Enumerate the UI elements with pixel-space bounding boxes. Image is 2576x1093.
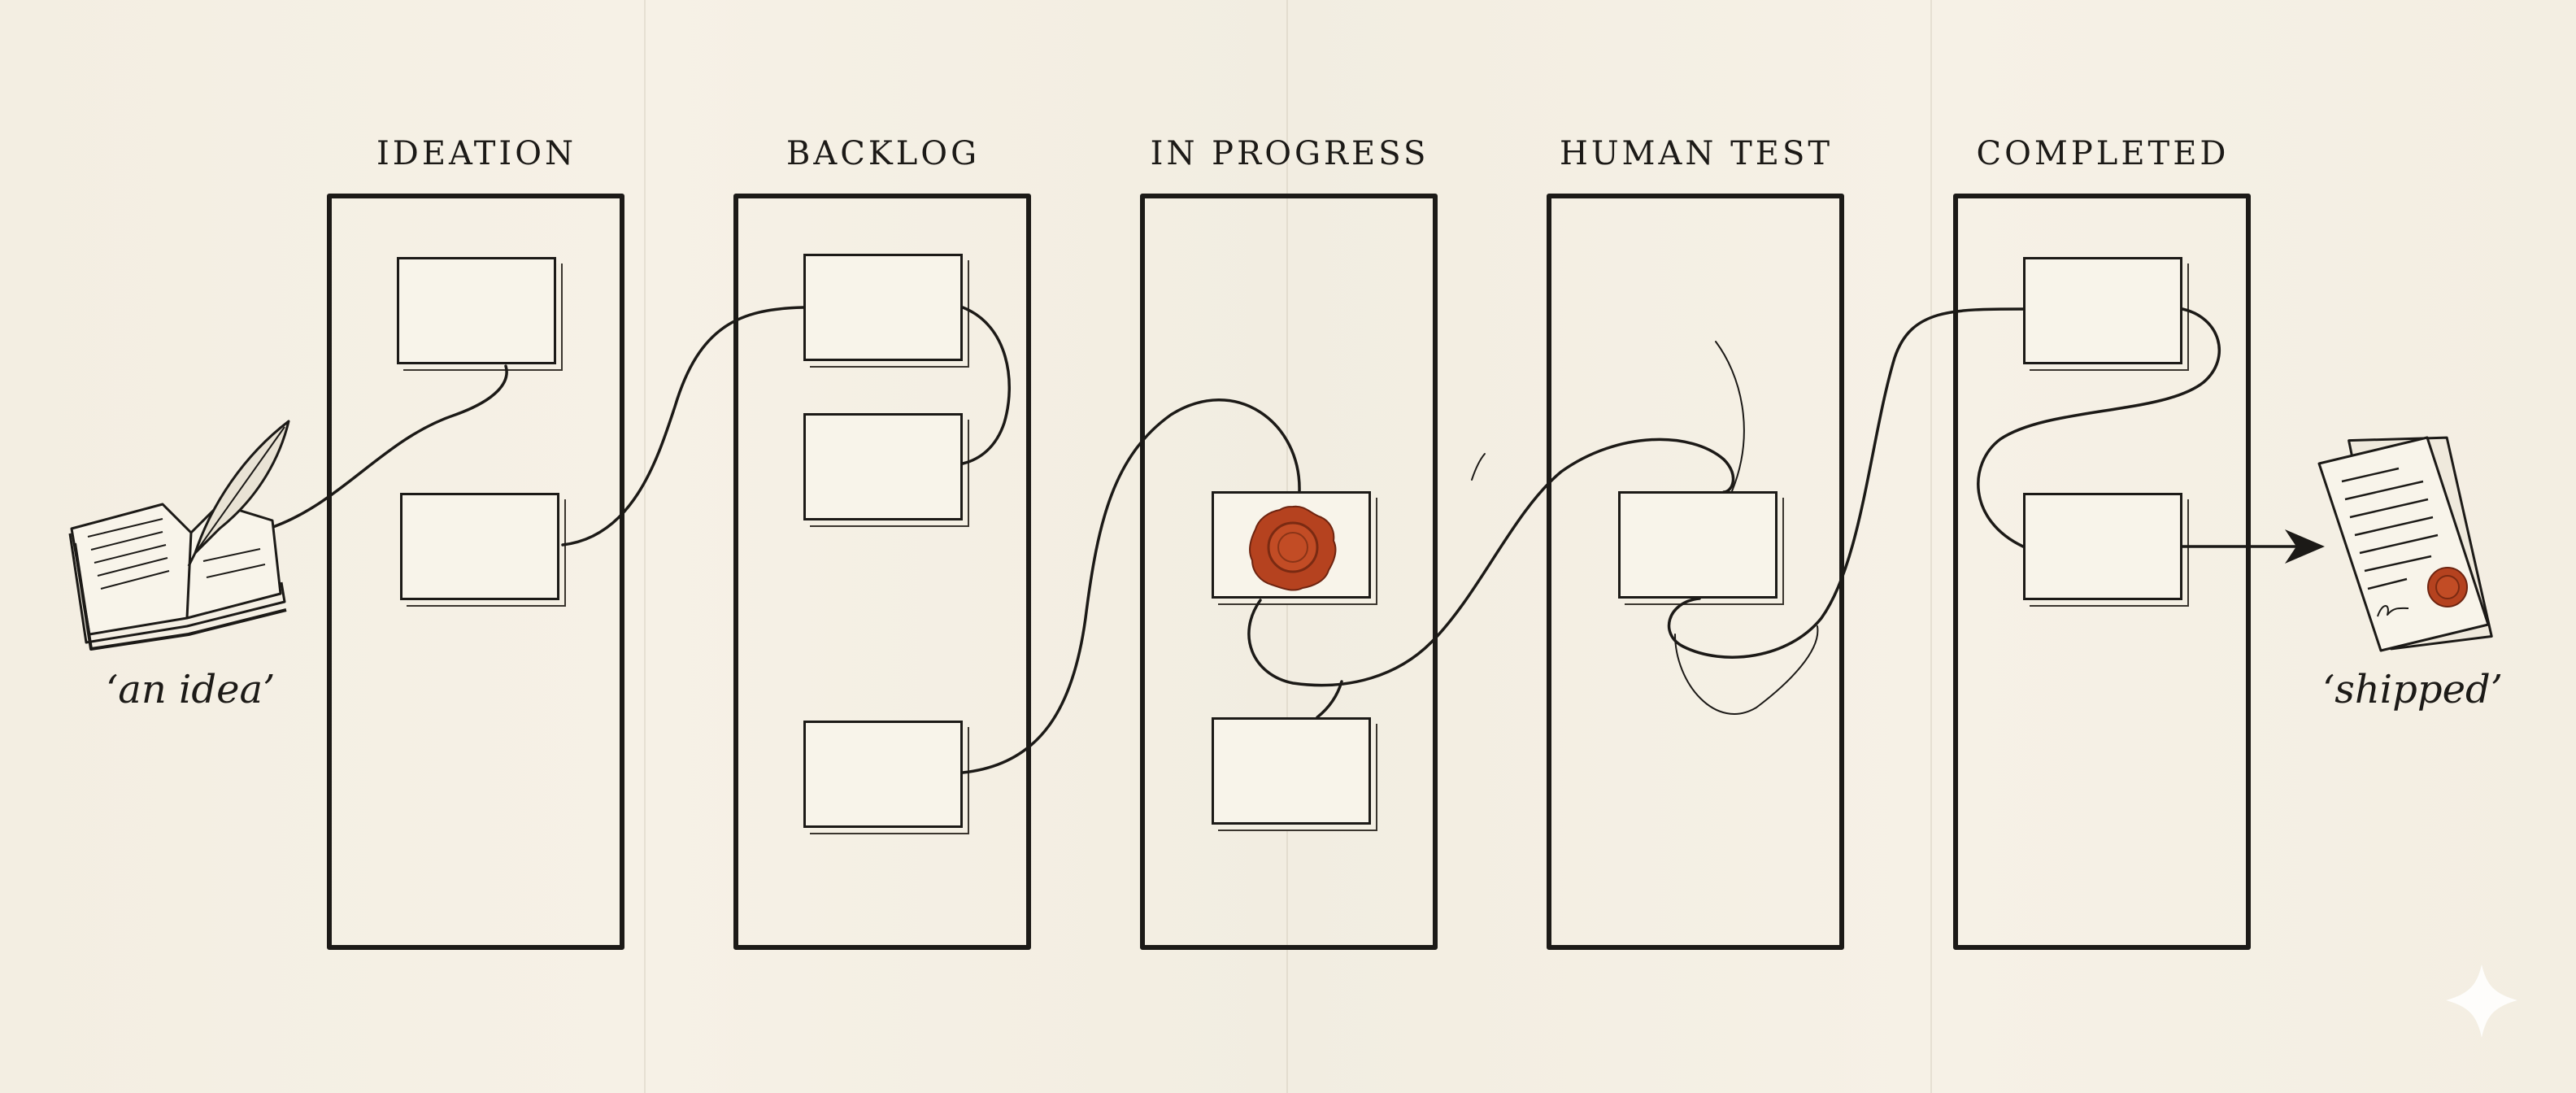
wax-seal-icon [1249,505,1337,591]
paper-fold [1930,0,1932,1093]
column-title-human-test: HUMAN TEST [1559,135,1834,172]
signed-document-icon [2317,436,2493,652]
flow-line [961,398,1301,774]
open-book-with-quill-icon [68,420,290,651]
flow-line [961,306,1011,465]
flow-line [1667,307,2025,659]
card-backlog-3 [803,721,963,828]
start-caption: ‘an idea’ [106,667,276,712]
column-title-ideation: IDEATION [376,135,577,172]
card-ideation-2 [400,493,559,600]
flow-line [1977,307,2221,548]
card-completed-2 [2023,493,2182,600]
sparkle-icon [2446,965,2517,1038]
faint-arc [1715,341,1745,492]
card-ideation-1 [397,257,556,364]
column-in-progress [1140,194,1438,950]
column-title-backlog: BACKLOG [785,135,981,172]
flow-line [1247,438,1735,687]
paper-fold [644,0,646,1093]
column-completed [1953,194,2251,950]
column-backlog [733,194,1031,950]
flow-line [561,306,805,546]
flow-line [1316,680,1343,719]
faint-arc [1471,453,1486,481]
card-in-progress-2 [1212,717,1371,825]
column-title-in-progress: IN PROGRESS [1150,135,1429,172]
faint-arc [1674,625,1819,715]
flow-line [267,364,508,530]
end-caption: ‘shipped’ [2322,667,2503,712]
card-completed-1 [2023,257,2182,364]
column-title-completed: COMPLETED [1976,135,2230,172]
card-backlog-2 [803,413,963,520]
column-ideation [327,194,624,950]
column-human-test [1547,194,1844,950]
